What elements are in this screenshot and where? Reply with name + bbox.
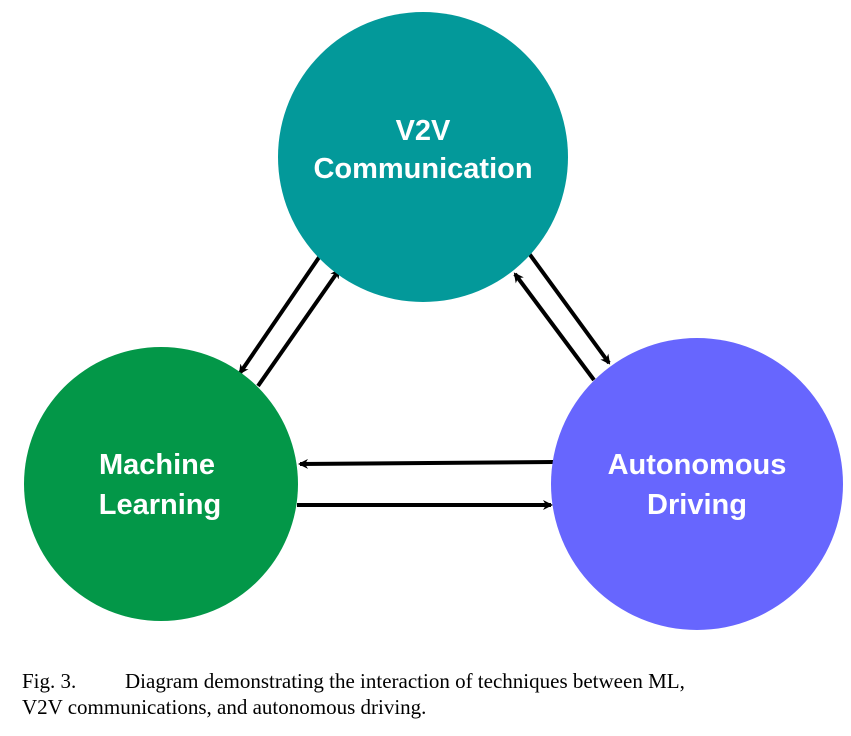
node-ml-circle	[24, 347, 298, 621]
node-ad-label-line1: Autonomous	[608, 449, 787, 481]
edge-ml-to-v2v	[256, 268, 341, 388]
diagram-canvas: V2V Communication Machine Learning Auton…	[24, 12, 843, 630]
node-v2v-label-line2: Communication	[313, 153, 532, 185]
node-ad-label-line2: Driving	[647, 489, 747, 521]
node-v2v-communication: V2V Communication	[278, 12, 568, 302]
caption-line-1: Fig. 3. Diagram demonstrating the interac…	[22, 668, 834, 694]
edge-v2v-to-ml	[238, 251, 324, 375]
caption-text-line-1: Diagram demonstrating the interaction of…	[125, 669, 685, 693]
edge-ad-to-ml	[298, 458, 555, 469]
figure-caption: Fig. 3. Diagram demonstrating the interac…	[22, 668, 834, 720]
node-ml-label-line1: Machine	[99, 449, 215, 481]
edge-group	[238, 250, 611, 510]
edge-ad-to-v2v	[513, 272, 596, 382]
caption-figure-number: Fig. 3.	[22, 669, 77, 693]
node-ad-circle	[551, 338, 843, 630]
node-machine-learning: Machine Learning	[24, 347, 298, 621]
node-autonomous-driving: Autonomous Driving	[551, 338, 843, 630]
node-ml-label-line2: Learning	[99, 489, 221, 521]
node-v2v-circle	[278, 12, 568, 302]
caption-line-2: V2V communications, and autonomous drivi…	[22, 695, 427, 719]
node-v2v-label-line1: V2V	[396, 115, 451, 147]
edge-v2v-to-ad	[526, 250, 611, 365]
